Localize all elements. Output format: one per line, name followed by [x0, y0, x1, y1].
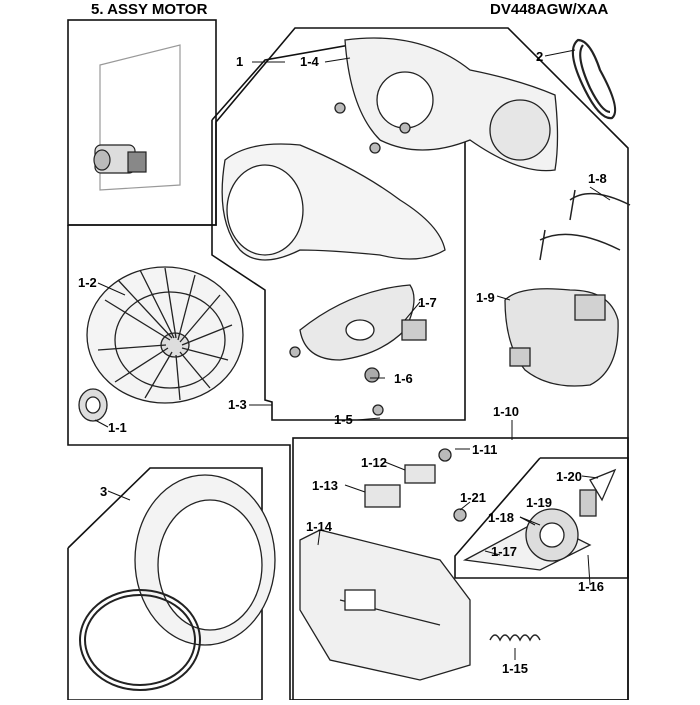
nut-part [78, 388, 108, 422]
callout-1-16: 1-16 [578, 579, 605, 594]
callout-1-5: 1-5 [334, 412, 353, 427]
callout-2: 2 [536, 49, 544, 64]
callout-1-4: 1-4 [300, 54, 319, 69]
callout-1-17: 1-17 [491, 544, 518, 559]
belt-part [571, 38, 617, 120]
model-number: DV448AGW/XAA [490, 1, 609, 18]
callout-1-20: 1-20 [556, 469, 583, 484]
callout-1-18: 1-18 [488, 510, 515, 525]
clip-part [539, 189, 631, 261]
callout-1-21: 1-21 [460, 490, 487, 505]
callout-1-6: 1-6 [394, 371, 413, 386]
callout-1-9: 1-9 [476, 290, 495, 305]
callout-1-7: 1-7 [418, 295, 437, 310]
callout-1-14: 1-14 [306, 519, 333, 534]
inset-box [67, 19, 217, 226]
diagram-title: 5. ASSY MOTOR [91, 1, 208, 18]
fan-housing-box [211, 44, 466, 421]
callout-1-3: 1-3 [228, 397, 247, 412]
front-duct-part [134, 474, 276, 646]
spring-part [489, 634, 541, 642]
bracket-sub-box [454, 457, 629, 579]
callout-1-1: 1-1 [108, 420, 127, 435]
inset-motor-drawing [93, 44, 181, 191]
rear-housing-part [334, 37, 559, 172]
motor-bracket-part [299, 529, 471, 681]
callout-1-15: 1-15 [502, 661, 529, 676]
duct-cover-part [289, 284, 427, 416]
callout-1-8: 1-8 [588, 171, 607, 186]
duct-ring-part [79, 589, 201, 691]
front-housing-part [221, 143, 446, 261]
callout-1-11: 1-11 [472, 442, 498, 457]
callout-1: 1 [236, 54, 244, 69]
assembly-outline [67, 225, 291, 700]
callout-1-10: 1-10 [493, 404, 520, 419]
blower-wheel-part [86, 266, 244, 404]
switch-parts [364, 448, 467, 522]
motor-part [504, 288, 619, 387]
callout-1-2: 1-2 [78, 275, 97, 290]
callout-1-13: 1-13 [312, 478, 339, 493]
callout-3: 3 [100, 484, 108, 499]
callout-1-19: 1-19 [526, 495, 553, 510]
callout-1-12: 1-12 [361, 455, 388, 470]
